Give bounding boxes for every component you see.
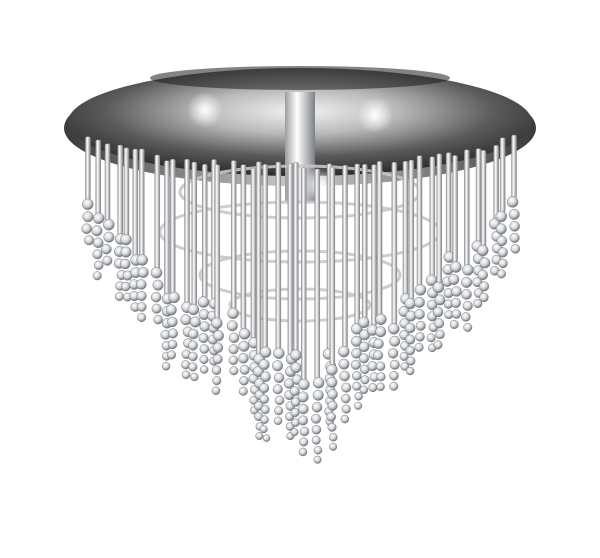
crystal-strand [272,161,285,426]
crystal-strand [210,164,225,395]
crystal-strand [258,164,272,442]
crystal-strand [81,136,95,246]
crystal-strand [357,164,371,395]
crystal-strand [165,159,180,360]
crystal-strand [441,152,456,320]
crystal-strand [398,161,412,371]
crystal-strand [404,159,417,376]
spiral-band [158,200,442,264]
crystal-strand [326,166,338,451]
crystal-strands [81,134,521,464]
crystal-strand [495,137,508,279]
crystal-strand [373,161,387,392]
crystal-strand [187,161,201,382]
crystal-strand [461,149,474,332]
crystal-strand [91,139,105,281]
crystal-strand [150,154,164,325]
crystal-strand [197,164,210,374]
crystal-strand [160,160,174,371]
bulb-glow [357,97,393,133]
canopy [64,66,536,202]
crystal-strand [506,134,521,254]
crystal-strand [289,161,303,437]
crystal-strand [136,148,149,322]
crystal-strand [338,165,352,424]
crystal-strand [238,164,251,396]
crystal-strand [226,160,240,376]
crystal-strand [476,150,491,303]
spiral-band [198,249,402,301]
crystal-strand [413,155,427,352]
crystal-strand [297,167,310,457]
crystal-strand [432,153,446,350]
spiral-band [228,287,372,323]
crystal-strand [311,168,325,464]
bulb-glow [187,92,223,128]
crystal-strand [387,161,401,391]
crystal-strand [101,143,115,266]
crystal-strand [350,163,363,410]
crystal-strand [119,147,133,302]
crystal-strand [471,148,484,309]
crystal-strand [448,155,462,330]
